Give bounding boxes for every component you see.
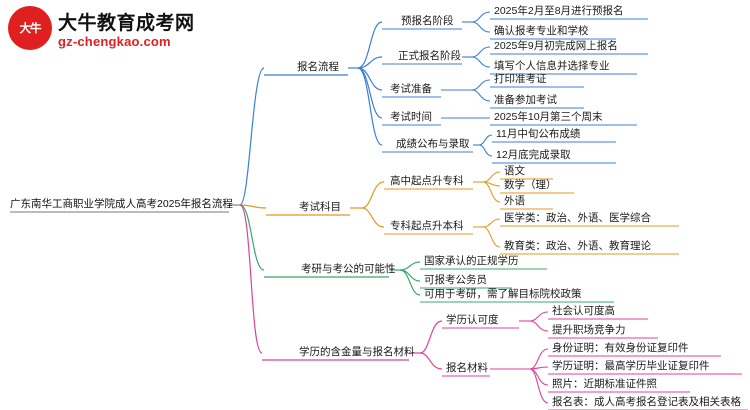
site-logo: 大牛 大牛教育成考网 gz-chengkao.com: [8, 6, 198, 58]
leaf-label-2-1-3[interactable]: 外语: [504, 195, 525, 207]
leaf-label-2-2-1[interactable]: 医学类：政治、外语、医学综合: [504, 212, 651, 224]
node-label-1-5[interactable]: 成绩公布与录取: [396, 138, 470, 150]
branch-label-1[interactable]: 报名流程: [297, 61, 339, 73]
node-label-2-1[interactable]: 高中起点升专科: [390, 175, 464, 187]
node-label-3-2[interactable]: 可报考公务员: [424, 274, 487, 286]
leaf-label-1-5-2[interactable]: 12月底完成录取: [496, 149, 571, 161]
node-label-2-2[interactable]: 专科起点升本科: [390, 220, 464, 232]
branch-label-2[interactable]: 考试科目: [299, 201, 341, 213]
leaf-label-4-2-4[interactable]: 报名表：成人高考报名登记表及相关表格: [552, 396, 741, 408]
logo-mark-text: 大牛: [19, 22, 42, 36]
branch-label-3[interactable]: 考研与考公的可能性: [301, 263, 396, 275]
node-label-1-1[interactable]: 预报名阶段: [401, 15, 454, 27]
leaf-label-1-1-1[interactable]: 2025年2月至8月进行预报名: [494, 5, 624, 17]
leaf-label-4-2-1[interactable]: 身份证明：有效身份证复印件: [552, 342, 689, 354]
leaf-label-1-2-1[interactable]: 2025年9月初完成网上报名: [494, 40, 618, 52]
leaf-label-1-3-1[interactable]: 打印准考证: [494, 73, 547, 85]
node-label-1-3[interactable]: 考试准备: [390, 83, 432, 95]
leaf-label-4-2-2[interactable]: 学历证明：最高学历毕业证复印件: [552, 360, 710, 372]
node-label-3-3[interactable]: 可用于考研，需了解目标院校政策: [424, 288, 582, 300]
leaf-label-1-4-1[interactable]: 2025年10月第三个周末: [494, 111, 603, 123]
logo-mark-icon: 大牛: [8, 6, 52, 50]
node-label-4-1[interactable]: 学历认可度: [446, 314, 499, 326]
leaf-label-1-3-2[interactable]: 准备参加考试: [494, 94, 557, 106]
leaf-label-2-1-2[interactable]: 数学（理）: [504, 179, 557, 191]
leaf-label-2-2-2[interactable]: 教育类：政治、外语、教育理论: [504, 240, 651, 252]
leaf-label-1-2-2[interactable]: 填写个人信息并选择专业: [494, 60, 610, 72]
node-label-1-2[interactable]: 正式报名阶段: [398, 50, 461, 62]
logo-subtitle: gz-chengkao.com: [58, 34, 171, 49]
leaf-label-4-1-2[interactable]: 提升职场竞争力: [552, 324, 626, 336]
leaf-label-4-2-3[interactable]: 照片：近期标准证件照: [552, 378, 657, 390]
leaf-label-2-1-1[interactable]: 语文: [504, 165, 525, 177]
leaf-label-1-5-1[interactable]: 11月中旬公布成绩: [496, 128, 581, 140]
leaf-label-4-1-1[interactable]: 社会认可度高: [552, 305, 615, 317]
logo-title: 大牛教育成考网: [58, 13, 195, 34]
mindmap-root-label[interactable]: 广东南华工商职业学院成人高考2025年报名流程: [10, 198, 233, 210]
node-label-1-4[interactable]: 考试时间: [390, 111, 432, 123]
node-label-3-1[interactable]: 国家承认的正规学历: [424, 255, 519, 267]
node-label-4-2[interactable]: 报名材料: [446, 362, 488, 374]
branch-label-4[interactable]: 学历的含金量与报名材料: [299, 346, 415, 358]
leaf-label-1-1-2[interactable]: 确认报考专业和学校: [494, 25, 589, 37]
